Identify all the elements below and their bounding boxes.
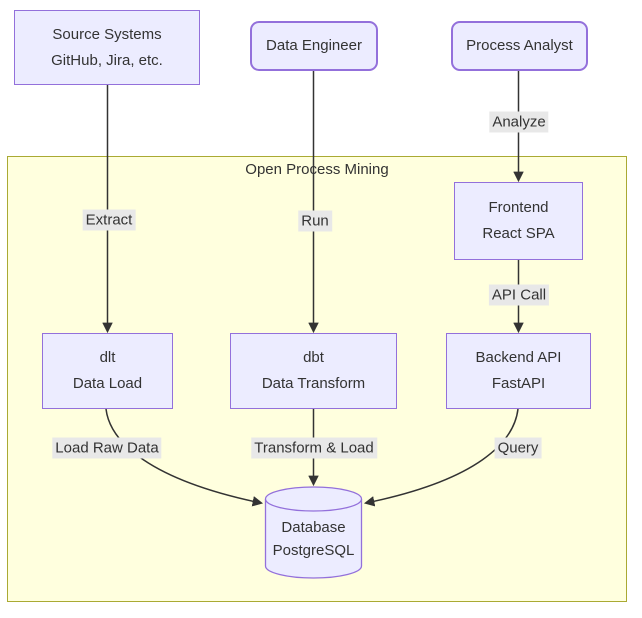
edge-label-extract: Extract [82,209,136,231]
node-dlt-line2: Data Load [72,375,143,392]
node-data-engineer-label: Data Engineer [266,37,362,54]
database-cylinder-top [264,486,363,512]
node-database-line2: PostgreSQL [272,542,355,559]
cluster-title: Open Process Mining [245,161,389,178]
node-dlt-line1: dlt [99,349,116,366]
node-backend-line2: FastAPI [491,375,546,392]
node-source-systems-line2: GitHub, Jira, etc. [51,51,163,69]
edge-label-load-raw-data: Load Raw Data [52,437,162,459]
node-frontend-line2: React SPA [482,225,555,242]
node-process-analyst-label: Process Analyst [466,37,573,54]
edge-label-transform-and-load: Transform & Load [251,437,377,459]
node-process-analyst: Process Analyst [451,21,588,71]
node-frontend-react-spa: Frontend React SPA [454,182,583,260]
edge-label-run: Run [298,210,332,232]
node-dbt-data-transform: dbt Data Transform [230,333,397,409]
edge-dlt-to-database [105,408,264,507]
edge-label-api-call: API Call [488,284,550,306]
edge-label-query: Query [494,437,542,459]
database-cylinder-node [264,486,363,579]
node-dbt-line2: Data Transform [261,375,366,392]
node-database-postgresql-text: Database PostgreSQL [265,516,362,562]
node-database-line1: Database [281,519,346,536]
database-cylinder-body [264,499,363,579]
node-frontend-line1: Frontend [488,199,549,216]
node-dlt-data-load: dlt Data Load [42,333,173,409]
node-data-engineer: Data Engineer [250,21,378,71]
edge-backend-to-database [363,408,519,507]
node-source-systems-line1: Source Systems [52,25,162,43]
node-dbt-line1: dbt [303,349,324,366]
node-source-systems: Source Systems GitHub, Jira, etc. [14,10,200,85]
node-backend-api-fastapi: Backend API FastAPI [446,333,591,409]
edge-label-analyze: Analyze [489,111,549,133]
node-backend-line1: Backend API [475,349,562,366]
